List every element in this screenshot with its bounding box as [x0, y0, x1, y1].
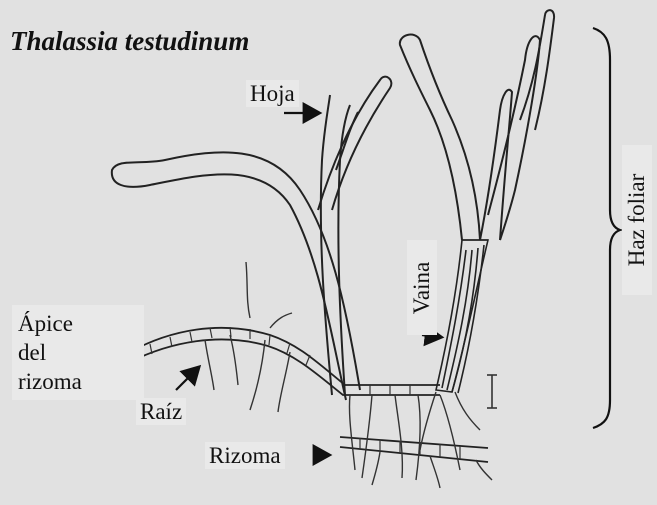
label-raiz: Raíz [136, 398, 186, 425]
label-apice-del-rizoma: Ápice del rizoma [12, 305, 144, 400]
sheath [436, 240, 488, 393]
rhizome-lower-nodes [360, 438, 460, 459]
species-title: Thalassia testudinum [10, 26, 249, 57]
label-haz-foliar: Haz foliar [622, 145, 652, 295]
label-vaina: Vaina [407, 240, 437, 335]
leaf-center-4 [336, 112, 358, 170]
arrows [78, 113, 440, 455]
label-vaina-text: Vaina [409, 261, 435, 313]
leaf-right-1 [400, 35, 480, 240]
label-apice-line1: Ápice [18, 309, 138, 338]
scale-bar [487, 375, 497, 408]
label-apice-line2: del [18, 338, 138, 367]
rhizome-lower [340, 437, 488, 462]
label-rizoma: Rizoma [205, 442, 285, 469]
label-hoja: Hoja [246, 80, 299, 107]
label-apice-line3: rizoma [18, 367, 138, 396]
haz-bracket [593, 28, 620, 428]
arrow-vaina [422, 335, 440, 337]
arrow-raiz [176, 368, 198, 390]
label-haz-foliar-text: Haz foliar [624, 174, 650, 267]
leaf-blades [112, 10, 554, 400]
